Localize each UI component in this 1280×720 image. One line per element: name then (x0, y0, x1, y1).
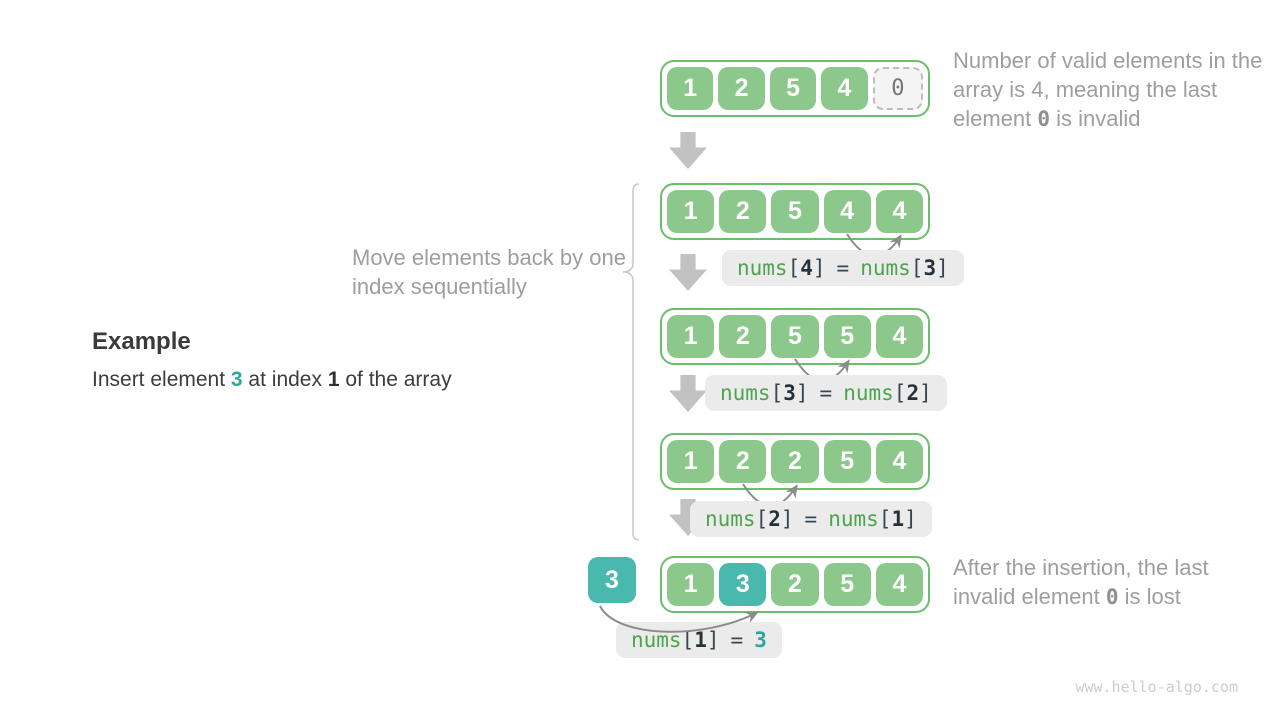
array-cell: 5 (823, 563, 871, 606)
example-text-mid: at index (242, 368, 328, 391)
annotation-bottom-pre: After the insertion, the last invalid el… (953, 555, 1209, 609)
code-equals: = (836, 256, 850, 280)
example-insert-index: 1 (327, 368, 340, 391)
code-fn: nums (828, 507, 879, 531)
code-index: 3 (923, 256, 937, 280)
code-fn: nums (843, 381, 894, 405)
array-cell: 2 (718, 67, 765, 110)
code-index: 4 (800, 256, 813, 280)
example-description: Insert element 3 at index 1 of the array (92, 368, 452, 392)
code-index: 2 (906, 381, 920, 405)
array-cell: 4 (875, 315, 924, 358)
code-fn: nums (720, 381, 771, 405)
array-cell: 1 (667, 190, 715, 233)
code-bracket: [ (878, 507, 892, 531)
code-index: 2 (768, 507, 781, 531)
code-bracket: [ (893, 381, 907, 405)
annotation-bottom-post: is lost (1118, 584, 1181, 609)
annotation-move-elements: Move elements back by one index sequenti… (352, 245, 626, 299)
annotation-top-pre: Number of valid elements in the array is… (953, 48, 1263, 131)
array-cell: 4 (875, 190, 924, 233)
assignment-label: nums[2]=nums[1] (690, 501, 932, 537)
example-insert-value: 3 (230, 368, 243, 391)
code-bracket: ] (919, 381, 932, 405)
code-equals: = (804, 507, 818, 531)
code-equals: = (819, 381, 833, 405)
down-arrow-icon (669, 132, 707, 169)
array-cell: 4 (875, 440, 924, 483)
assignment-label: nums[3]=nums[2] (705, 375, 947, 411)
array-cell: 2 (771, 440, 819, 483)
example-text-post: of the array (339, 368, 452, 391)
code-bracket: ] (780, 507, 794, 531)
array-cell: 4 (821, 67, 868, 110)
array-cell: 1 (667, 315, 715, 358)
array-cell: 1 (667, 67, 714, 110)
array-row-step2: 1 2 5 5 4 (660, 308, 930, 365)
array-cell: 2 (719, 190, 767, 233)
example-heading: Example (92, 328, 191, 355)
code-fn: nums (737, 256, 788, 280)
inserted-value-cell: 3 (588, 557, 636, 603)
insert-arc-icon (599, 605, 759, 633)
code-value: 3 (754, 628, 767, 652)
example-text-pre: Insert element (92, 368, 231, 391)
array-cell: 5 (771, 315, 819, 358)
brace-icon (622, 183, 640, 541)
code-bracket: ] (706, 628, 720, 652)
array-cell: 5 (771, 190, 819, 233)
code-bracket: ] (812, 256, 826, 280)
code-bracket: ] (904, 507, 917, 531)
annotation-bottom-code: 0 (1105, 585, 1119, 609)
code-fn: nums (705, 507, 756, 531)
code-equals: = (730, 628, 744, 652)
down-arrow-icon (669, 375, 707, 412)
annotation-top-code: 0 (1037, 107, 1051, 131)
down-arrow-icon (669, 254, 707, 291)
array-cell: 5 (769, 67, 817, 110)
code-bracket: [ (910, 256, 924, 280)
assignment-label: nums[1]=3 (616, 622, 782, 658)
inserted-array-cell: 3 (719, 563, 767, 606)
array-cell: 1 (667, 563, 715, 606)
website-url: www.hello-algo.com (1075, 678, 1238, 696)
code-bracket: ] (795, 381, 809, 405)
annotation-invalid-element: Number of valid elements in the array is… (953, 46, 1268, 134)
array-row-step1: 1 2 5 4 4 (660, 183, 930, 240)
array-cell: 2 (719, 315, 767, 358)
array-cell: 5 (823, 440, 871, 483)
code-bracket: [ (770, 381, 784, 405)
code-bracket: [ (787, 256, 801, 280)
array-cell: 2 (719, 440, 767, 483)
array-cell: 5 (823, 315, 871, 358)
array-row-final: 1 3 2 5 4 (660, 556, 930, 613)
code-bracket: [ (681, 628, 695, 652)
array-row-step3: 1 2 2 5 4 (660, 433, 930, 490)
code-bracket: ] (936, 256, 949, 280)
invalid-cell: 0 (872, 67, 924, 110)
array-row-initial: 1 2 5 4 0 (660, 60, 930, 117)
code-bracket: [ (755, 507, 769, 531)
code-index: 1 (694, 628, 707, 652)
annotation-element-lost: After the insertion, the last invalid el… (953, 553, 1268, 612)
array-cell: 4 (823, 190, 871, 233)
assignment-label: nums[4]=nums[3] (722, 250, 964, 286)
array-cell: 1 (667, 440, 715, 483)
code-index: 1 (891, 507, 905, 531)
annotation-top-post: is invalid (1050, 106, 1141, 131)
array-cell: 2 (771, 563, 819, 606)
code-index: 3 (783, 381, 796, 405)
code-fn: nums (860, 256, 911, 280)
array-cell: 4 (875, 563, 924, 606)
